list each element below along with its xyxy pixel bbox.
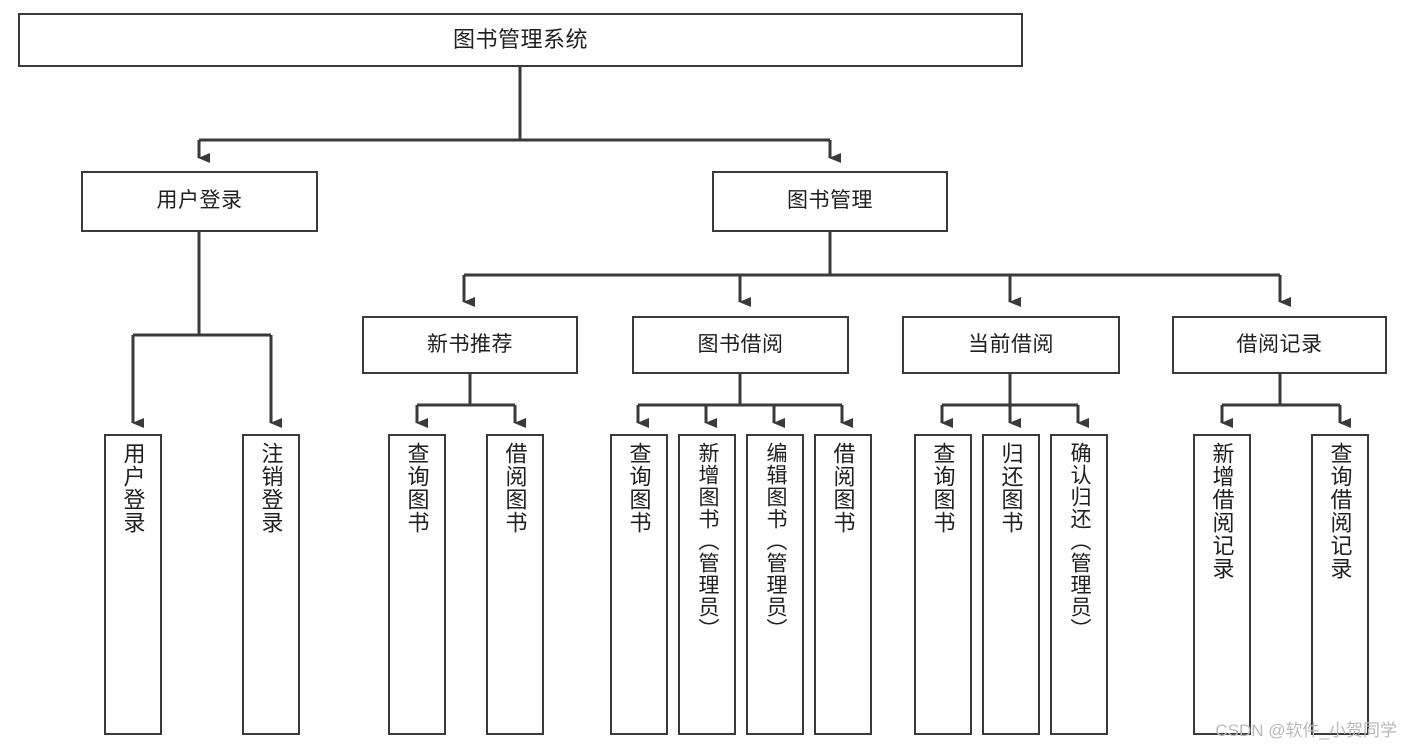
node-leaf-borrow-query-book[interactable]: 查询图书 xyxy=(610,434,668,735)
node-label: 用户登录 xyxy=(156,189,243,213)
node-current-borrow[interactable]: 当前借阅 xyxy=(902,316,1120,374)
node-leaf-borrow-add-book-admin[interactable]: 新增图书（管理员） xyxy=(678,434,736,735)
node-user-login[interactable]: 用户登录 xyxy=(81,171,318,232)
node-leaf-current-query-book[interactable]: 查询图书 xyxy=(914,434,972,735)
csdn-watermark: CSDN @软件_小贺同学 xyxy=(1215,721,1397,740)
node-label: 查询图书 xyxy=(930,442,956,534)
node-label: 新增图书（管理员） xyxy=(696,442,720,640)
node-label: 用户登录 xyxy=(120,442,146,534)
node-book-borrow[interactable]: 图书借阅 xyxy=(632,316,849,374)
node-label: 归还图书 xyxy=(998,442,1024,534)
node-leaf-current-return-book[interactable]: 归还图书 xyxy=(982,434,1040,735)
node-leaf-record-query-record[interactable]: 查询借阅记录 xyxy=(1311,434,1369,735)
node-label: 查询图书 xyxy=(626,442,652,534)
node-new-book-recommend[interactable]: 新书推荐 xyxy=(362,316,578,374)
node-label: 借阅图书 xyxy=(502,442,528,534)
node-label: 新增借阅记录 xyxy=(1209,442,1235,580)
node-leaf-record-add-record[interactable]: 新增借阅记录 xyxy=(1193,434,1251,735)
node-leaf-borrow-borrow-book[interactable]: 借阅图书 xyxy=(814,434,872,735)
node-label: 新书推荐 xyxy=(427,332,513,356)
node-leaf-current-confirm-return-admin[interactable]: 确认归还（管理员） xyxy=(1050,434,1108,735)
node-label: 图书管理系统 xyxy=(452,27,588,53)
node-label: 查询借阅记录 xyxy=(1327,442,1353,580)
node-book-management[interactable]: 图书管理 xyxy=(712,171,948,232)
node-leaf-new-book-query[interactable]: 查询图书 xyxy=(388,434,446,735)
node-root-book-management-system[interactable]: 图书管理系统 xyxy=(18,13,1023,67)
node-leaf-borrow-edit-book-admin[interactable]: 编辑图书（管理员） xyxy=(746,434,804,735)
node-label: 借阅图书 xyxy=(830,442,856,534)
node-label: 图书管理 xyxy=(787,189,873,213)
node-label: 借阅记录 xyxy=(1236,332,1323,356)
node-label: 编辑图书（管理员） xyxy=(764,442,788,640)
node-label: 确认归还（管理员） xyxy=(1068,442,1092,640)
node-label: 注销登录 xyxy=(258,442,284,534)
node-borrow-record[interactable]: 借阅记录 xyxy=(1172,316,1387,374)
node-leaf-user-login-login[interactable]: 用户登录 xyxy=(104,434,162,735)
node-label: 查询图书 xyxy=(404,442,430,534)
node-leaf-user-login-logout[interactable]: 注销登录 xyxy=(242,434,300,735)
node-label: 当前借阅 xyxy=(968,332,1054,356)
node-label: 图书借阅 xyxy=(697,332,784,356)
node-leaf-new-book-borrow[interactable]: 借阅图书 xyxy=(486,434,544,735)
